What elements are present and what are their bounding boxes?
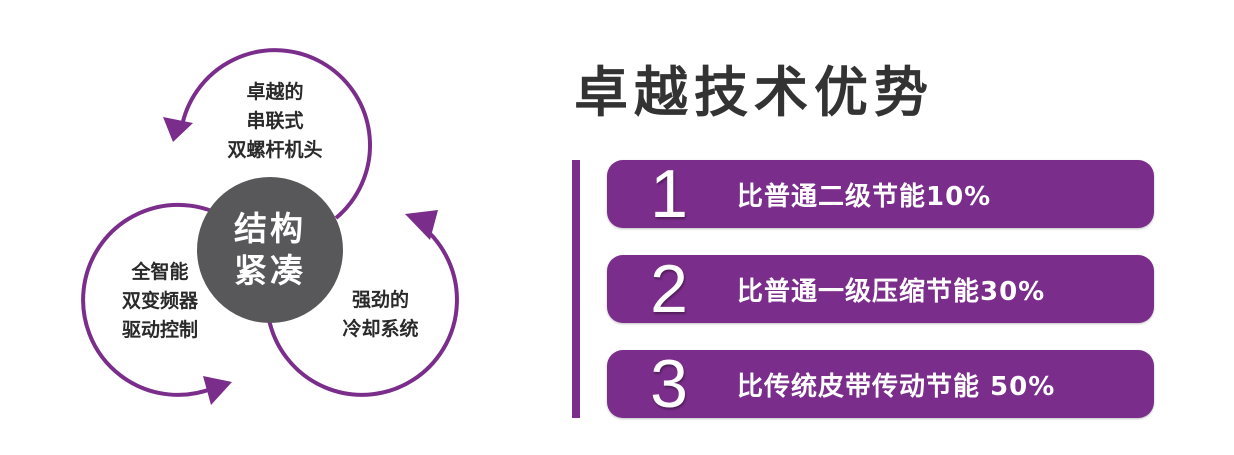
right-label: 强劲的 冷却系统 — [318, 286, 443, 344]
item-text: 比传统皮带传动节能 50% — [737, 371, 1056, 402]
advantage-item: 3 比传统皮带传动节能 50% — [607, 350, 1154, 418]
center-label-line: 结构 — [234, 209, 306, 248]
top-label-line: 卓越的 — [246, 81, 304, 103]
arrow-down-icon — [163, 117, 193, 142]
item-number: 3 — [650, 346, 688, 422]
page-title: 卓越技术优势 — [574, 61, 934, 124]
left-label: 全智能 双变频器 驱动控制 — [95, 258, 225, 345]
center-label-line: 紧凑 — [234, 251, 306, 290]
item-number: 1 — [650, 156, 688, 232]
left-label-line: 全智能 — [131, 261, 189, 283]
center-circle: 结构 紧凑 — [197, 177, 343, 323]
item-text: 比普通一级压缩节能30% — [737, 276, 1046, 307]
right-cycle-arc — [266, 221, 459, 397]
advantage-item: 2 比普通一级压缩节能30% — [607, 255, 1154, 323]
advantage-item: 1 比普通二级节能10% — [607, 160, 1154, 228]
accent-bar — [572, 160, 580, 418]
arrow-right-icon — [203, 376, 232, 405]
cycle-diagram — [81, 48, 459, 405]
left-label-line: 驱动控制 — [121, 319, 198, 341]
left-label-line: 双变频器 — [121, 290, 198, 312]
right-label-line: 冷却系统 — [342, 318, 419, 340]
arrow-up-icon — [405, 210, 438, 240]
item-number: 2 — [650, 251, 688, 327]
top-cycle-arc — [179, 48, 372, 220]
top-label-line: 串联式 — [246, 110, 304, 132]
left-cycle-arc — [81, 202, 234, 397]
right-label-line: 强劲的 — [351, 289, 409, 311]
top-label: 卓越的 串联式 双螺杆机头 — [200, 78, 350, 165]
top-label-line: 双螺杆机头 — [227, 139, 323, 161]
item-text: 比普通二级节能10% — [737, 181, 992, 212]
